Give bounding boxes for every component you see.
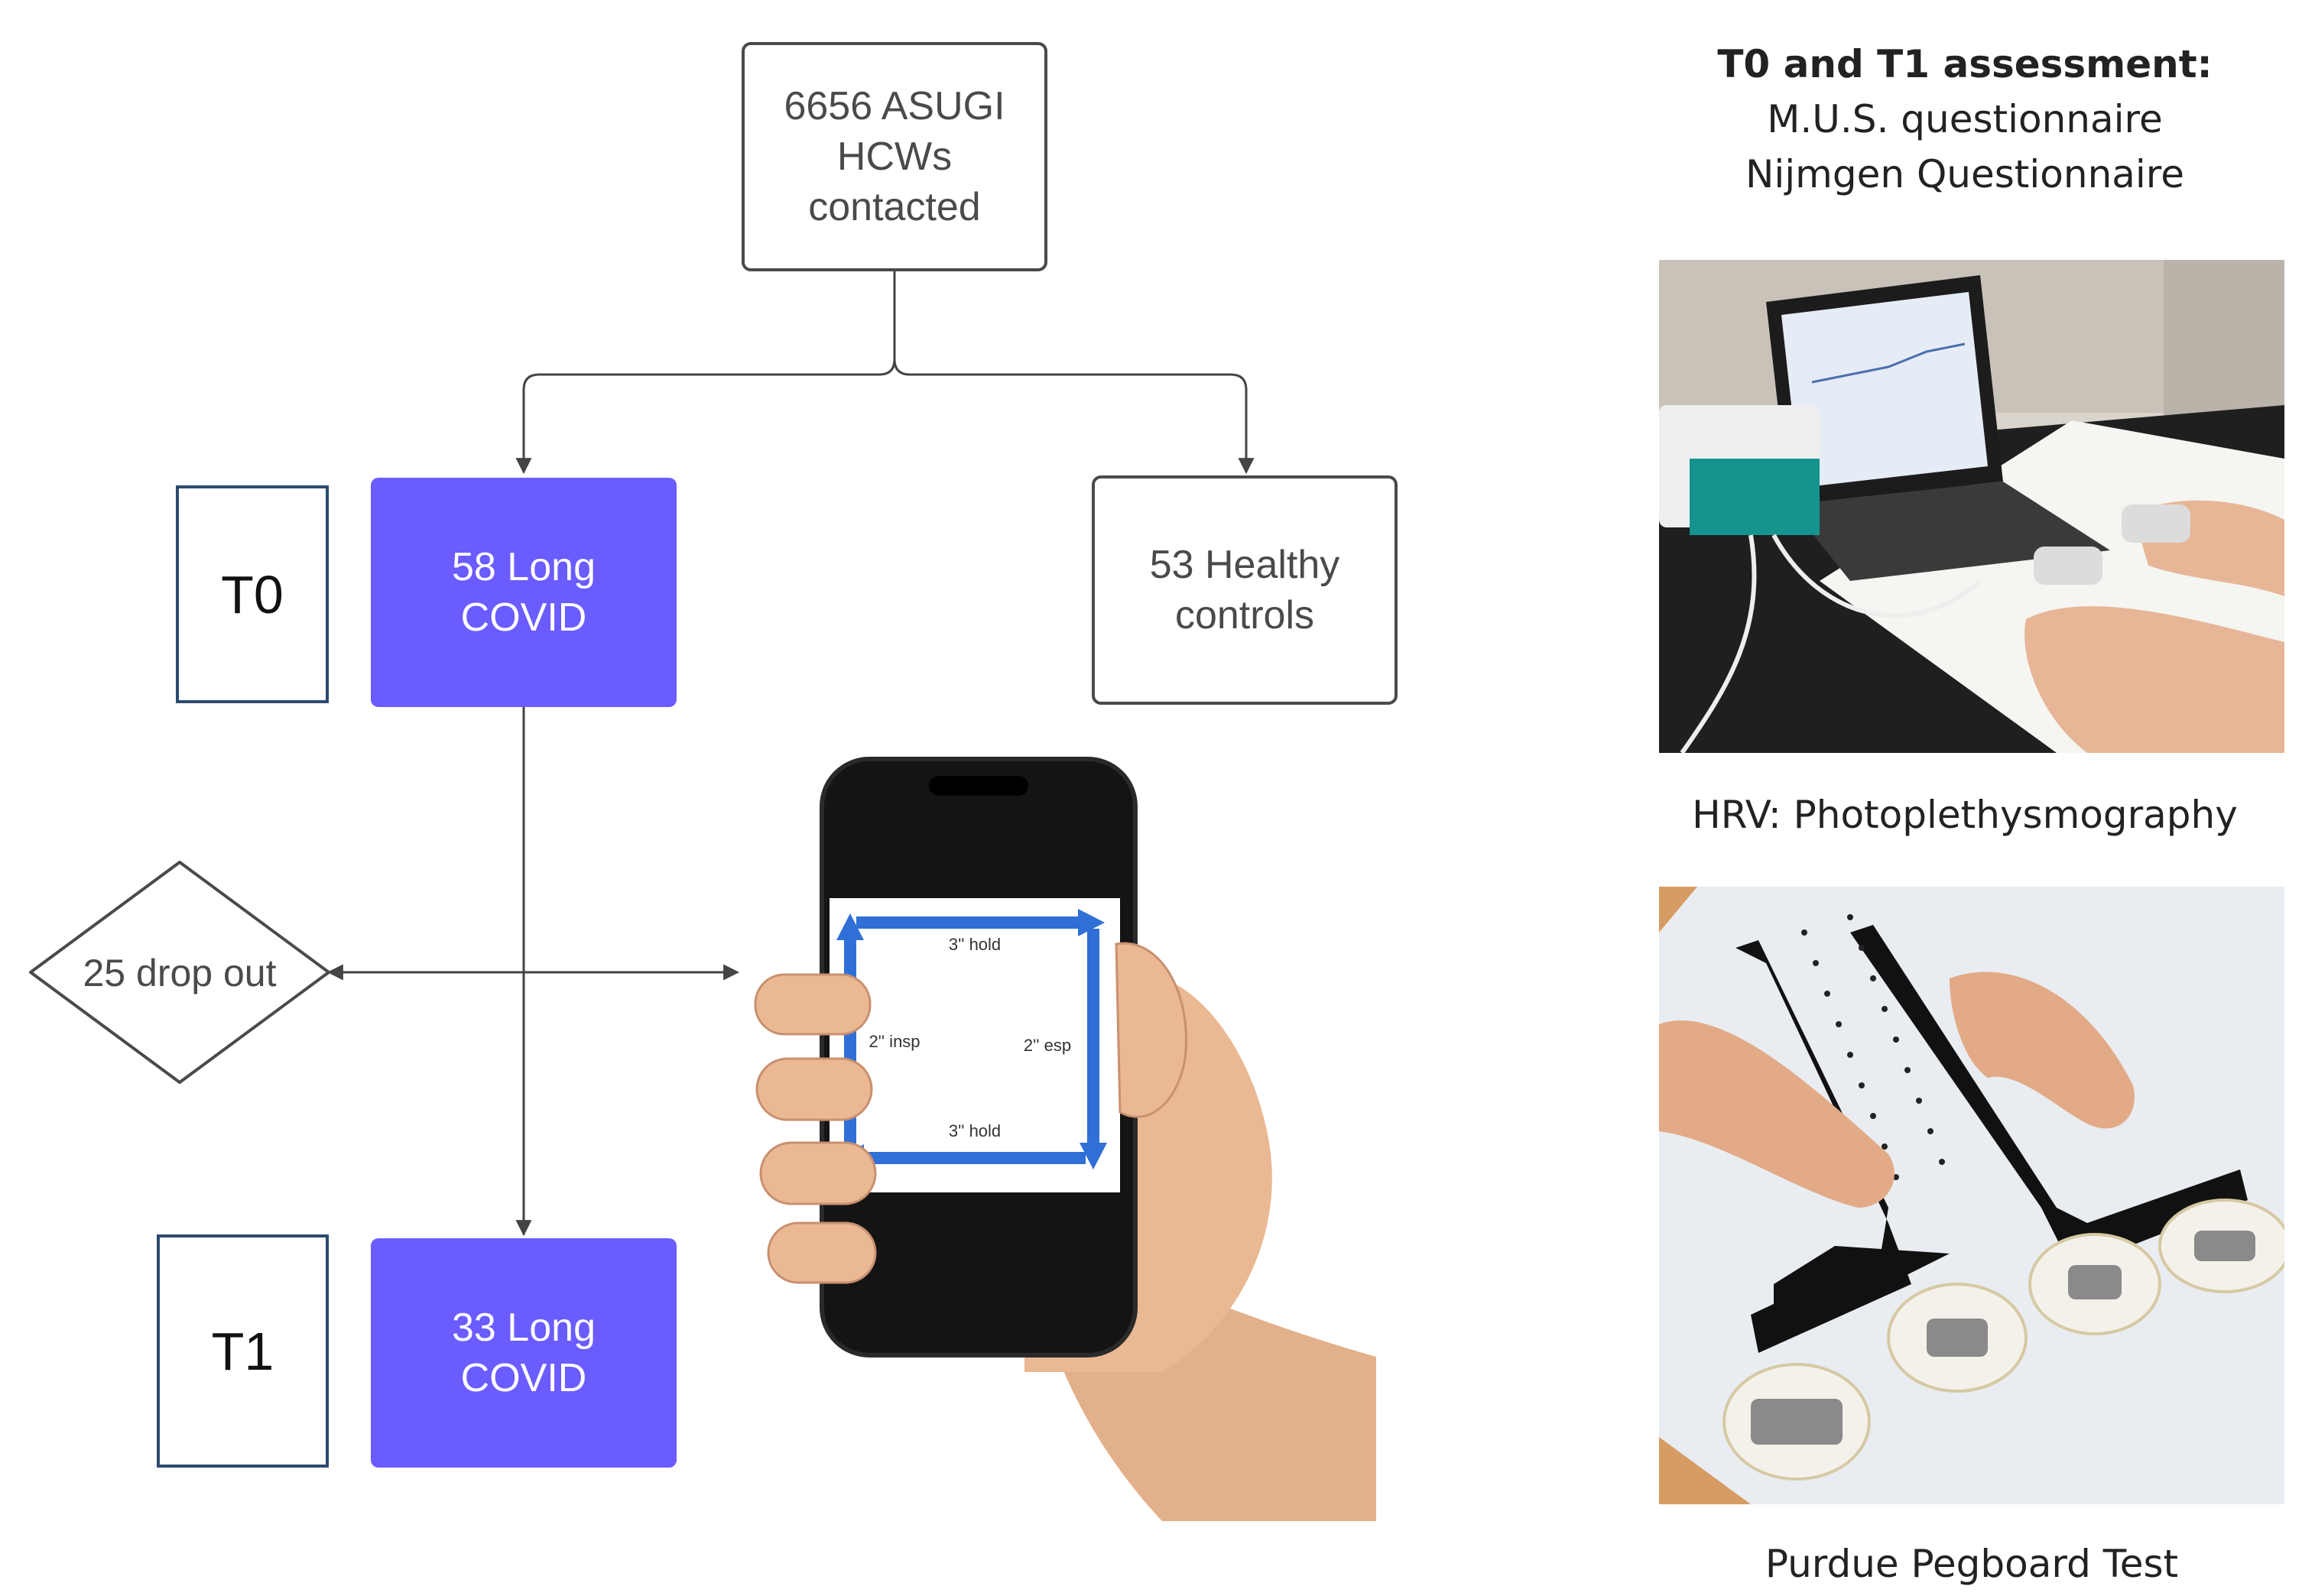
fingers <box>754 942 1187 1284</box>
purdue-photo <box>1659 887 2284 1504</box>
hrv-caption: HRV: Photoplethysmography <box>1692 793 2238 837</box>
dropout-label: 25 drop out <box>83 952 277 994</box>
t0-box: T0 <box>176 485 329 703</box>
dropout-diamond <box>29 861 330 1084</box>
long-covid-t0-box: 58 Long COVID <box>371 478 677 707</box>
contacted-box: 6656 ASUGI HCWs contacted <box>742 42 1047 271</box>
hrv-photo <box>1659 260 2284 753</box>
screen-left-label: 2'' insp <box>869 1032 920 1051</box>
t1-box: T1 <box>157 1234 329 1468</box>
healthy-controls-box: 53 Healthy controls <box>1092 475 1398 705</box>
long-covid-t0-text: 58 Long COVID <box>452 545 596 640</box>
phone-illustration: 3'' hold 2'' insp 2'' esp 3'' hold <box>754 757 1376 1521</box>
screen-bottom-label: 3'' hold <box>949 1121 1001 1140</box>
peg-holes <box>1801 914 1945 1180</box>
screen-top-label: 3'' hold <box>949 935 1001 954</box>
t0-label: T0 <box>221 564 284 624</box>
assessment-line-nijmgen: Nijmgen Questionnaire <box>1745 152 2185 196</box>
phone-screen <box>830 898 1120 1192</box>
contacted-text: 6656 ASUGI HCWs contacted <box>784 84 1005 229</box>
assessment-line-mus: M.U.S. questionnaire <box>1767 97 2163 141</box>
assessment-block: T0 and T1 assessment: M.U.S. questionnai… <box>1644 37 2286 202</box>
purdue-caption: Purdue Pegboard Test <box>1765 1542 2179 1586</box>
long-covid-t1-box: 33 Long COVID <box>371 1238 677 1468</box>
t1-label: T1 <box>211 1321 274 1381</box>
screen-right-label: 2'' esp <box>1024 1036 1071 1055</box>
connector-to-controls <box>893 358 1255 475</box>
connector-top-split <box>515 271 896 475</box>
long-covid-t1-text: 33 Long COVID <box>452 1306 596 1400</box>
healthy-controls-text: 53 Healthy controls <box>1149 543 1340 637</box>
assessment-title: T0 and T1 assessment: <box>1717 42 2213 86</box>
phone-notch <box>929 776 1028 796</box>
